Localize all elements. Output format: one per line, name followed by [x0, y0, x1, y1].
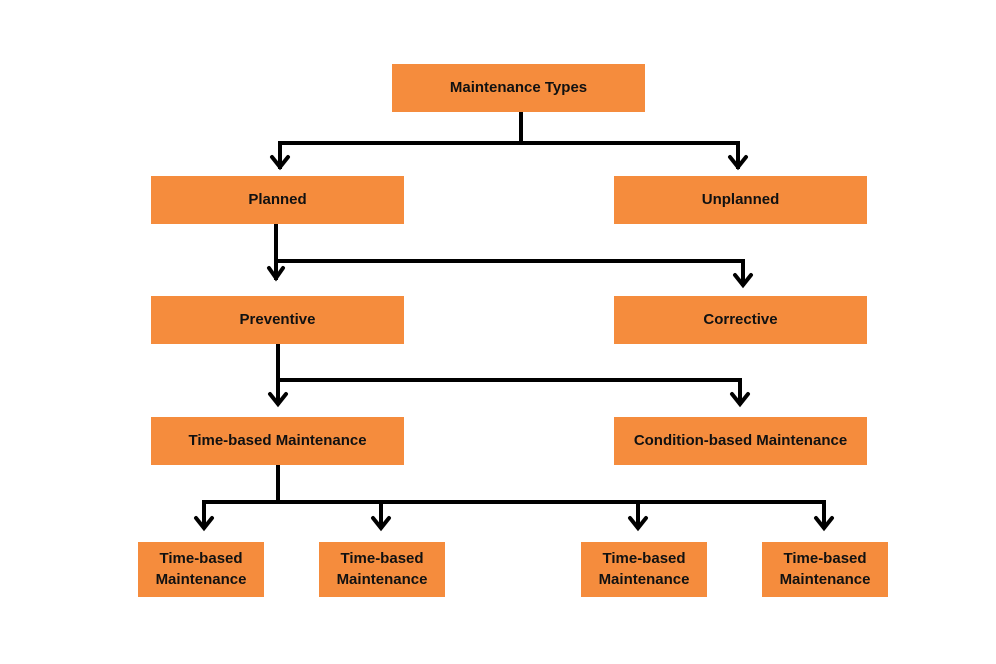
node-planned: Planned: [151, 176, 404, 224]
node-leaf-time-based-3: Time-based Maintenance: [581, 542, 707, 597]
node-label: Planned: [248, 191, 306, 208]
arrowhead-leaf-4: [814, 516, 834, 532]
node-label-line2: Maintenance: [156, 571, 247, 588]
node-label: Time-based Maintenance: [188, 432, 366, 449]
arrowhead-leaf-1: [194, 516, 214, 532]
arrowhead-unplanned: [728, 155, 748, 171]
arrowhead-leaf-3: [628, 516, 648, 532]
connectors: [194, 112, 834, 532]
connector-planned-split: [274, 224, 745, 286]
node-leaf-time-based-4: Time-based Maintenance: [762, 542, 888, 597]
arrowhead-leaf-2: [371, 516, 391, 532]
connector-root-split: [278, 112, 740, 169]
node-time-based-maintenance: Time-based Maintenance: [151, 417, 404, 465]
arrowhead-corrective: [733, 273, 753, 289]
node-label: Preventive: [240, 311, 316, 328]
node-corrective: Corrective: [614, 296, 867, 344]
connector-time-based-split: [202, 465, 826, 529]
arrowhead-time-based: [268, 392, 288, 408]
arrowhead-planned: [270, 155, 290, 171]
node-leaf-time-based-2: Time-based Maintenance: [319, 542, 445, 597]
node-label: Condition-based Maintenance: [634, 432, 847, 449]
node-label-line1: Time-based: [602, 550, 685, 567]
arrowhead-preventive: [267, 266, 285, 282]
node-label-line2: Maintenance: [780, 571, 871, 588]
node-label: Unplanned: [702, 191, 780, 208]
node-label-line2: Maintenance: [599, 571, 690, 588]
node-label: Maintenance Types: [450, 79, 587, 96]
node-unplanned: Unplanned: [614, 176, 867, 224]
connector-preventive-split: [276, 344, 742, 405]
node-label-line1: Time-based: [783, 550, 866, 567]
arrowhead-condition-based: [730, 392, 750, 408]
node-label-line2: Maintenance: [337, 571, 428, 588]
node-condition-based-maintenance: Condition-based Maintenance: [614, 417, 867, 465]
node-label: Corrective: [703, 311, 777, 328]
node-maintenance-types: Maintenance Types: [392, 64, 645, 112]
node-preventive: Preventive: [151, 296, 404, 344]
node-label-line1: Time-based: [340, 550, 423, 567]
node-label-line1: Time-based: [159, 550, 242, 567]
node-leaf-time-based-1: Time-based Maintenance: [138, 542, 264, 597]
